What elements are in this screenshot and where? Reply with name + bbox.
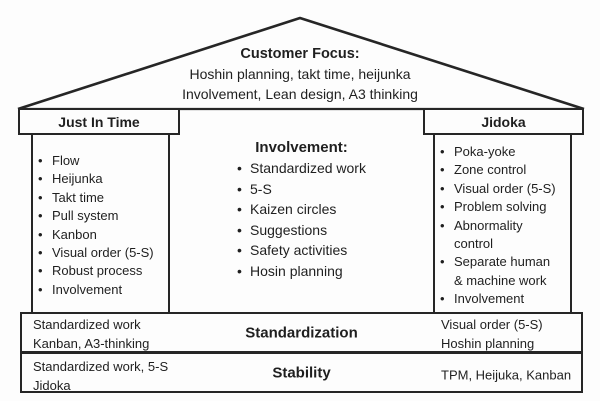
bullet-item: Flow xyxy=(38,152,168,171)
standardization-right-text: Visual order (5-S) Hoshin planning xyxy=(441,315,543,353)
bullet-item: Suggestions xyxy=(237,220,366,241)
foundation-stability-bar: Standardized work, 5-S Jidoka Stability … xyxy=(20,352,583,393)
stability-label: Stability xyxy=(272,364,331,381)
left-pillar-body: FlowHeijunkaTakt timePull systemKanbonVi… xyxy=(31,135,170,312)
center-section: Involvement: Standardized work5-SKaizen … xyxy=(170,135,433,281)
standardization-label: Standardization xyxy=(245,324,358,341)
bullet-item: Problem solving xyxy=(440,198,570,217)
bullet-item: Safety activities xyxy=(237,240,366,261)
bullet-item: Kanbon xyxy=(38,226,168,245)
bullet-item: Standardized work xyxy=(237,158,366,179)
bullet-item: Visual order (5-S) xyxy=(38,244,168,263)
right-pillar-header: Jidoka xyxy=(423,108,584,135)
standardization-right-line1: Visual order (5-S) xyxy=(441,317,543,332)
stability-left-line2: Jidoka xyxy=(33,378,71,393)
standardization-left-text: Standardized work Kanban, A3-thinking xyxy=(33,315,149,353)
roof-triangle-lines xyxy=(17,16,585,111)
bullet-item: Robust process xyxy=(38,262,168,281)
left-pillar-header: Just In Time xyxy=(18,108,180,135)
bullet-item: Involvement xyxy=(38,281,168,300)
stability-left-line1: Standardized work, 5-S xyxy=(33,359,169,374)
stability-right-text: TPM, Heijuka, Kanban xyxy=(441,367,572,382)
bullet-item: Zone control xyxy=(440,161,570,180)
bullet-item: Abnormality control xyxy=(440,217,570,254)
bullet-item: 5-S xyxy=(237,179,366,200)
roof-subtitle-line2: Involvement, Lean design, A3 thinking xyxy=(182,86,418,102)
bullet-item: Heijunka xyxy=(38,170,168,189)
stability-left-text: Standardized work, 5-S Jidoka xyxy=(33,357,168,395)
roof-text: Customer Focus: Hoshin planning, takt ti… xyxy=(0,44,600,104)
bullet-item: Takt time xyxy=(38,189,168,208)
standardization-right-line2: Hoshin planning xyxy=(441,336,535,351)
roof-subtitle-line1: Hoshin planning, takt time, heijunka xyxy=(189,66,411,82)
bullet-item: Separate human & machine work xyxy=(440,253,570,290)
foundation-standardization-bar: Standardized work Kanban, A3-thinking St… xyxy=(20,312,583,353)
right-pillar-list: Poka-yokeZone controlVisual order (5-S)P… xyxy=(435,135,570,309)
left-pillar-title: Just In Time xyxy=(58,113,140,130)
bullet-item: Involvement xyxy=(440,290,570,309)
bullet-item: Pull system xyxy=(38,207,168,226)
bullet-item: Poka-yoke xyxy=(440,143,570,162)
bullet-item: Hosin planning xyxy=(237,261,366,282)
bullet-item: Visual order (5-S) xyxy=(440,180,570,199)
standardization-left-line2: Kanban, A3-thinking xyxy=(33,336,150,351)
bullet-item: Kaizen circles xyxy=(237,199,366,220)
roof-title: Customer Focus: xyxy=(240,46,360,62)
center-list: Standardized work5-SKaizen circlesSugges… xyxy=(237,158,366,281)
standardization-left-line1: Standardized work xyxy=(33,317,141,332)
right-pillar-body: Poka-yokeZone controlVisual order (5-S)P… xyxy=(433,135,572,312)
left-pillar-list: FlowHeijunkaTakt timePull systemKanbonVi… xyxy=(33,135,168,300)
right-pillar-title: Jidoka xyxy=(481,113,526,130)
center-title: Involvement: xyxy=(255,139,348,156)
